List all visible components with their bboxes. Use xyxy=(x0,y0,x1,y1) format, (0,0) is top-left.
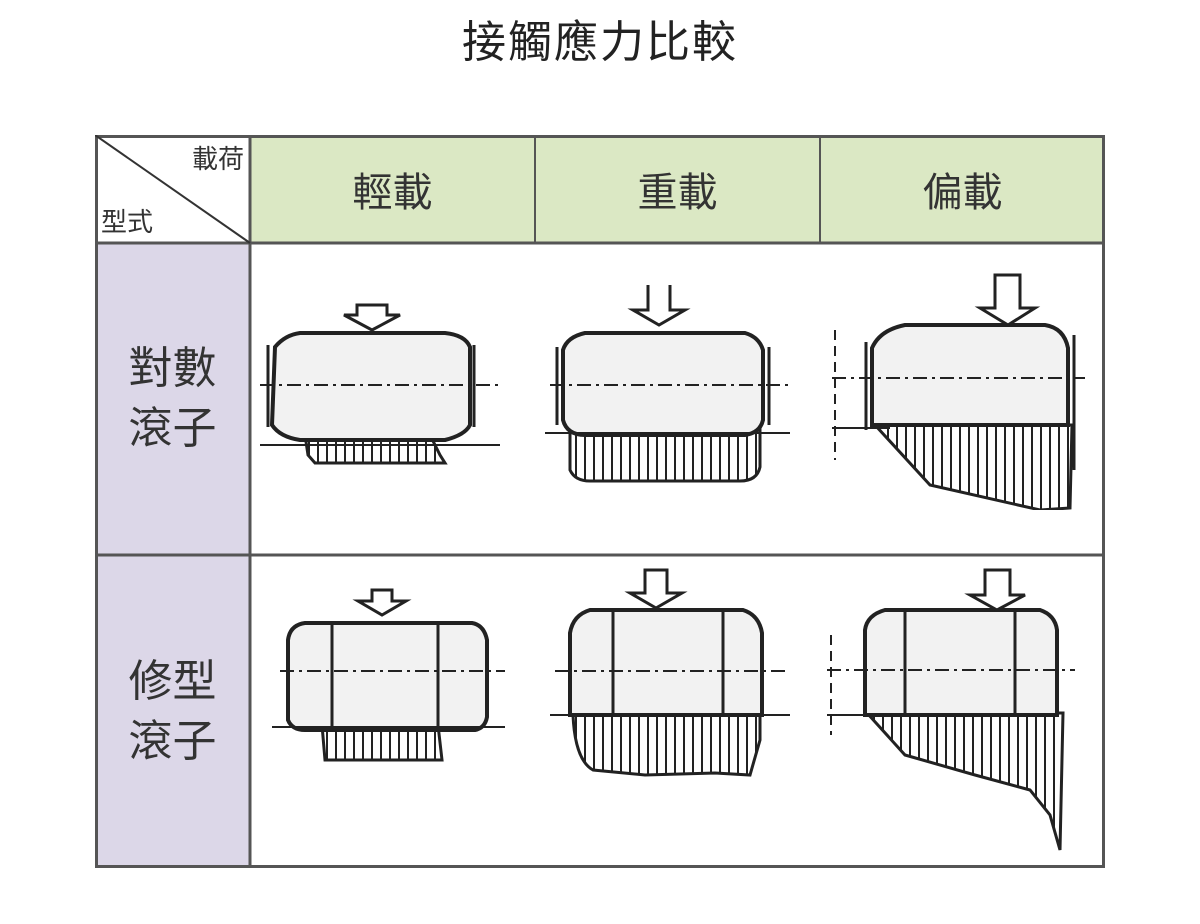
figure-modified-roller-offset-load xyxy=(827,568,1075,851)
row-header-line2: 滾子 xyxy=(128,403,217,454)
figure-modified-roller-heavy-load xyxy=(550,568,790,777)
contact-stress-table: 載荷 型式 輕載 重載 偏載 對數 滾子 修型 滾子 xyxy=(95,135,1105,868)
corner-type-label: 型式 xyxy=(101,208,154,238)
row-header-line1: 對數 xyxy=(128,343,217,394)
row-header-line1: 修型 xyxy=(128,655,217,707)
figure-log-roller-heavy-load xyxy=(545,285,790,483)
page-title: 接觸應力比較 xyxy=(462,17,738,68)
row-header-log-roller: 對數 滾子 xyxy=(95,243,250,555)
header-heavy-load: 重載 xyxy=(535,135,820,243)
header-offset-load: 偏載 xyxy=(820,135,1105,243)
table-grid xyxy=(95,135,1105,868)
figure-modified-roller-light-load xyxy=(272,588,505,762)
row-header-line2: 滾子 xyxy=(128,715,217,767)
figure-log-roller-offset-load xyxy=(832,273,1085,510)
header-light-load: 輕載 xyxy=(250,135,535,243)
figure-log-roller-light-load xyxy=(260,303,500,465)
row-header-modified-roller: 修型 滾子 xyxy=(95,555,250,868)
corner-diagonal xyxy=(95,135,251,244)
corner-load-label: 載荷 xyxy=(191,145,244,175)
